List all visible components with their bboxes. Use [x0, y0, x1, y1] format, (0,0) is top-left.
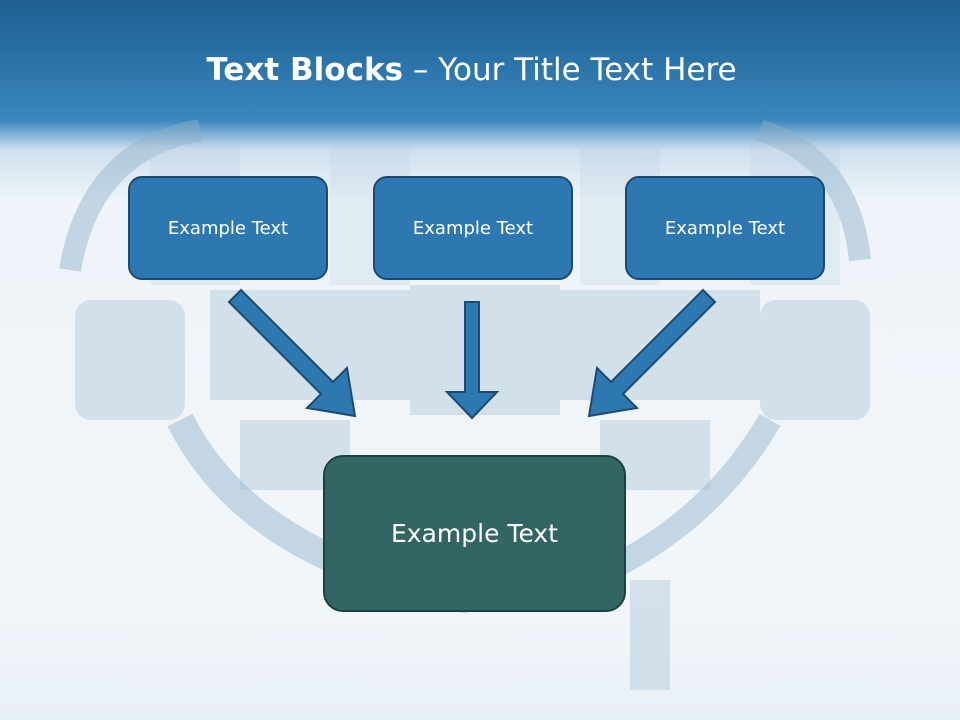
text-block-result: Example Text: [323, 455, 626, 612]
arrow-right-diagonal: [587, 288, 717, 418]
text-block-label: Example Text: [664, 217, 786, 239]
text-block-label: Example Text: [391, 519, 558, 548]
arrow-center-down: [444, 301, 500, 420]
title-rest: Your Title Text Here: [438, 52, 737, 88]
text-block-label: Example Text: [167, 217, 289, 239]
text-block-top-right: Example Text: [625, 176, 825, 280]
arrow-left-diagonal: [227, 288, 357, 418]
text-block-label: Example Text: [412, 217, 534, 239]
title-bold: Text Blocks: [206, 52, 404, 88]
slide-title: Text Blocks – Your Title Text Here: [0, 52, 943, 88]
text-block-top-left: Example Text: [128, 176, 328, 280]
text-block-top-center: Example Text: [373, 176, 573, 280]
title-separator: –: [403, 52, 439, 88]
